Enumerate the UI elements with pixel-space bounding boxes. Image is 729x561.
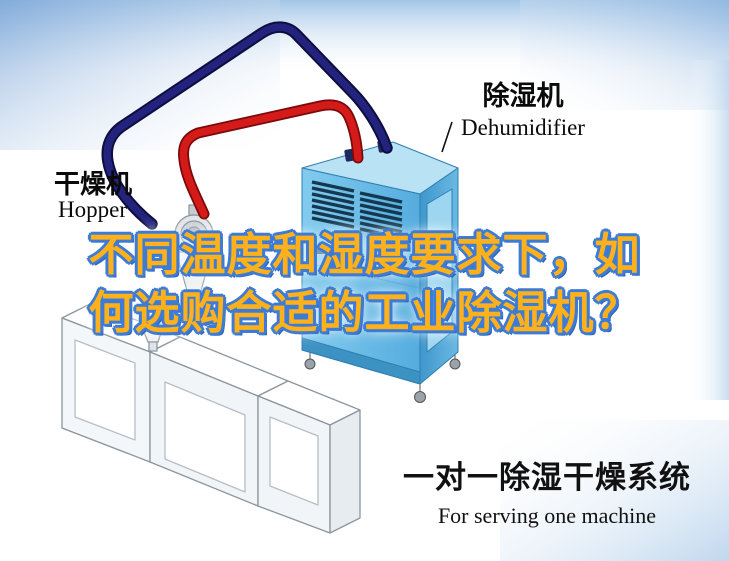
- headline-line1: 不同温度和湿度要求下，如: [88, 229, 641, 280]
- headline-title: 不同温度和湿度要求下，如 何选购合适的工业除湿机？: [0, 226, 729, 342]
- footer-title-cn: 一对一除湿干燥系统: [403, 460, 691, 495]
- blue-pipe-highlight: [103, 23, 391, 228]
- hopper-illustration: [174, 204, 214, 295]
- dehumidifier-label-block: 除湿机 Dehumidifier: [438, 74, 608, 141]
- footer-subtitle-en: For serving one machine: [437, 503, 657, 528]
- hopper-label-en: Hopper: [58, 197, 127, 222]
- dehumidifier-label-en: Dehumidifier: [461, 115, 585, 140]
- dehumidifier-label-cn: 除湿机: [482, 81, 564, 111]
- vent-grille-right: [359, 191, 403, 240]
- extruder-illustration: [61, 302, 361, 534]
- dehumidifier-illustration: [301, 139, 461, 403]
- footer-caption: 一对一除湿干燥系统 For serving one machine: [393, 452, 701, 529]
- headline-line2: 何选购合适的工业除湿机？: [88, 287, 641, 338]
- dehumidifier-leader-line: [441, 121, 453, 153]
- red-pipe-highlight: [179, 101, 362, 218]
- hopper-label-cn: 干燥机: [54, 169, 133, 199]
- vent-grille-left: [311, 180, 355, 229]
